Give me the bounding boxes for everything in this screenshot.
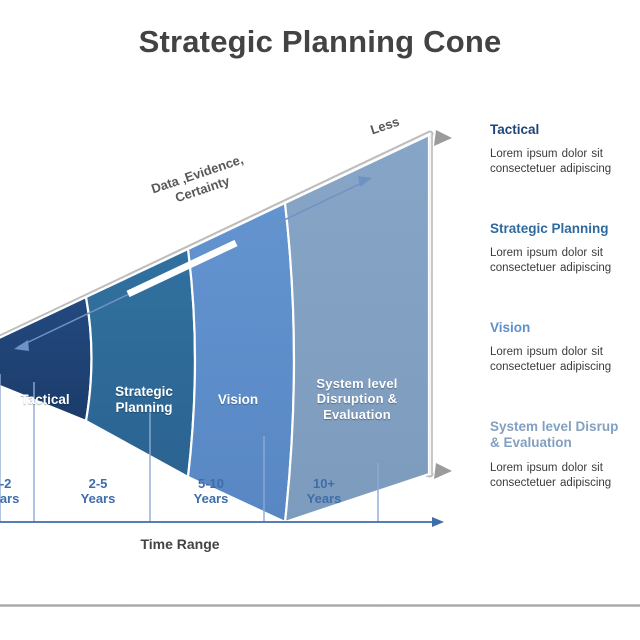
- legend-heading-system-level: System level Disrup & Evaluation: [490, 419, 619, 451]
- legend-body-tactical: Lorem ipsum dolor sit consectetuer adipi…: [490, 148, 612, 176]
- legend-body-strategic-planning: Lorem ipsum dolor sit consectetuer adipi…: [490, 247, 612, 275]
- legend-heading-strategic-planning: Strategic Planning: [490, 221, 609, 236]
- cone-rail-arrows: [434, 130, 452, 479]
- time-tick-label-3: 10+ Years: [306, 476, 342, 507]
- cone-graphic: [0, 130, 452, 527]
- legend-item-strategic-planning: Strategic Planning Lorem ipsum dolor sit…: [490, 221, 640, 276]
- time-tick-lines: [0, 374, 379, 522]
- legend-heading-tactical: Tactical: [490, 122, 540, 137]
- time-tick-label-2: 5-10 Years: [193, 476, 229, 507]
- data-evidence-arrow: [14, 176, 372, 351]
- cone-segment-system-level: [283, 133, 431, 524]
- cone-segment-tactical: [0, 295, 93, 423]
- footer-divider: [0, 604, 640, 607]
- time-axis-line: [0, 517, 444, 527]
- legend-body-vision: Lorem ipsum dolor sit consectetuer adipi…: [490, 346, 612, 374]
- legend-item-tactical: Tactical Lorem ipsum dolor sit consectet…: [490, 122, 640, 177]
- legend-item-vision: Vision Lorem ipsum dolor sit consectetue…: [490, 320, 640, 375]
- legend-item-system-level: System level Disrup & Evaluation Lorem i…: [490, 419, 640, 490]
- time-range-axis-title: Time Range: [140, 536, 220, 552]
- legend-body-system-level: Lorem ipsum dolor sit consectetuer adipi…: [490, 461, 612, 489]
- strategic-planning-cone-diagram: Tactical Strategic Planning Vision Syste…: [0, 104, 478, 570]
- time-tick-label-0: 0-2 Years: [0, 476, 20, 507]
- legend-heading-vision: Vision: [490, 320, 531, 335]
- time-tick-label-1: 2-5 Years: [80, 476, 116, 507]
- cone-segment-strategic-planning: [84, 247, 197, 479]
- page-title: Strategic Planning Cone: [138, 24, 502, 59]
- cone-segment-vision: [186, 201, 296, 524]
- legend-sidebar: Tactical Lorem ipsum dolor sit consectet…: [490, 122, 640, 542]
